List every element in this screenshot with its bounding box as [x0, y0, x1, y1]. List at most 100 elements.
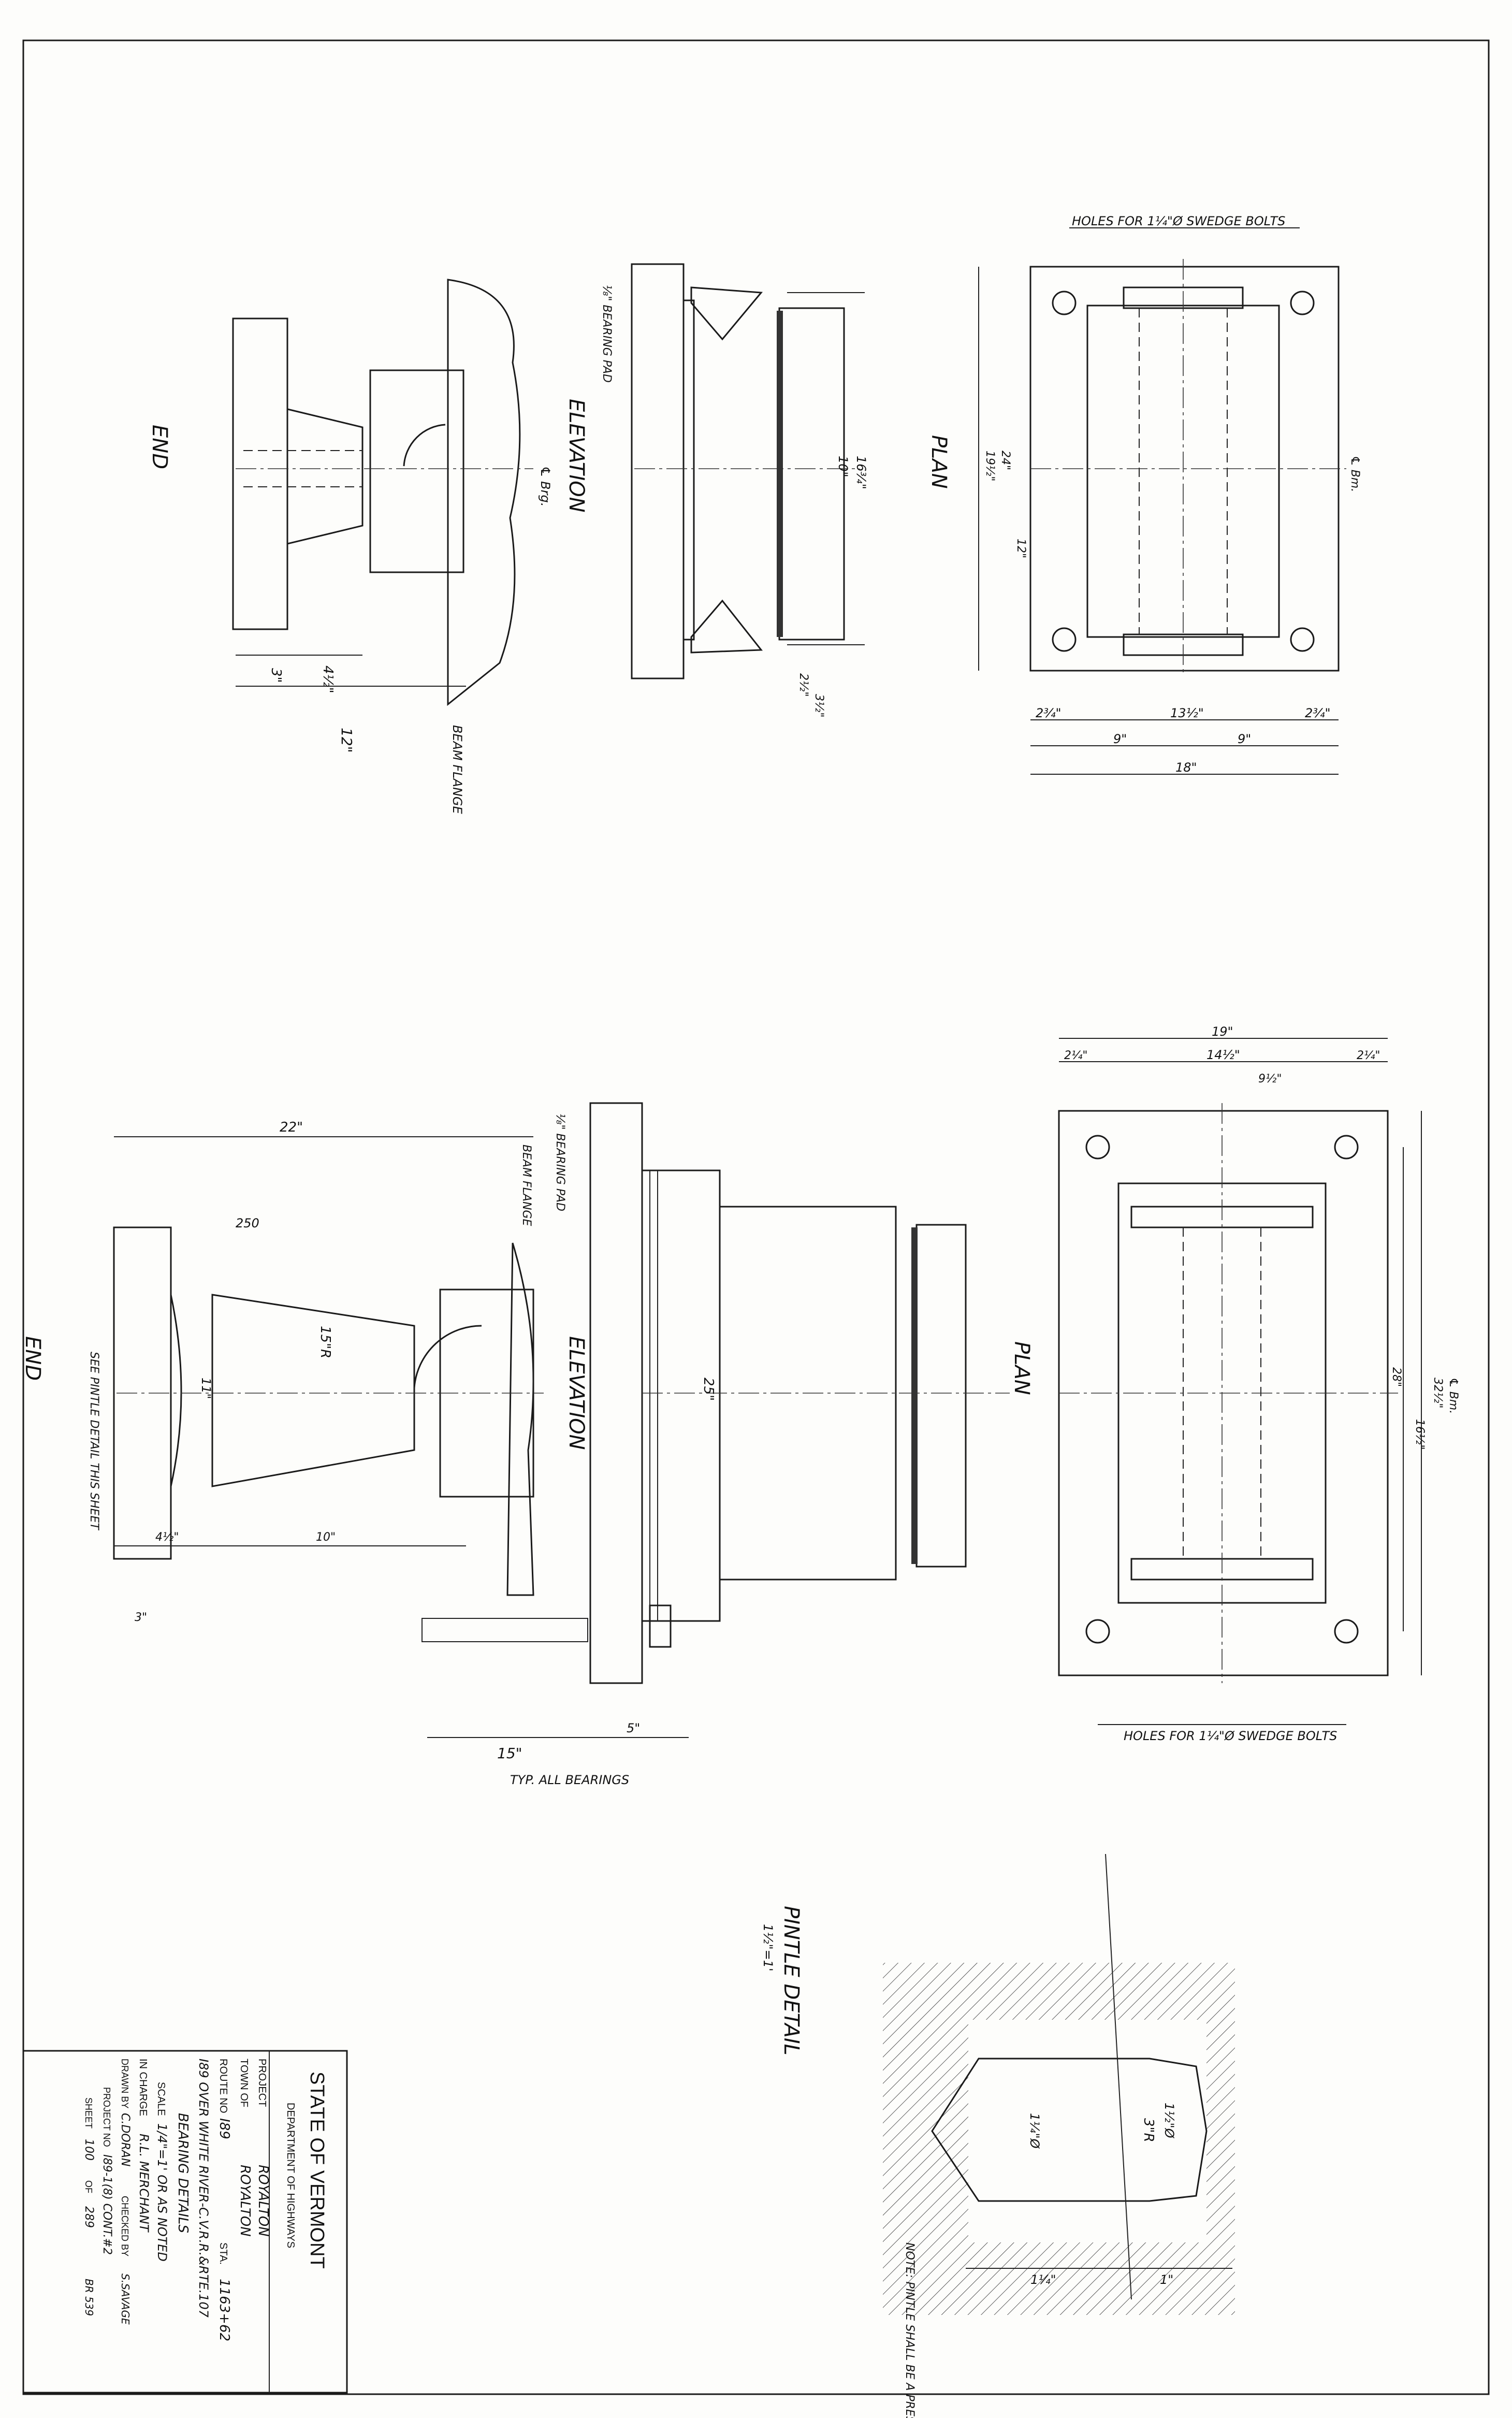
upper-end-arc [403, 424, 446, 467]
lower-end-view: END SEE PINTLE DETAIL THIS SHEET 15"R 22… [21, 1120, 544, 1624]
tb-checked-by: S.SAVAGE [119, 2274, 132, 2325]
pintle-scale: 1½"=1' [761, 1924, 775, 1972]
lower-elev-typ-note: TYP. ALL BEARINGS [510, 1773, 629, 1787]
upper-end-beam-flange-label: BEAM FLANGE [450, 725, 464, 815]
lower-elev-bearing-pad: ⅛" BEARING PAD [554, 1113, 566, 1211]
pintle-dim-1-25: 1¼" [1030, 2272, 1056, 2287]
upper-plan-cl-bm: ℄ Bm. [1348, 456, 1361, 492]
lower-end-see-note: SEE PINTLE DETAIL THIS SHEET [88, 1352, 100, 1530]
upper-plan-title: PLAN [927, 435, 951, 489]
tb-route-label: ROUTE NO [217, 2059, 229, 2113]
upper-end-cl-brg: ℄ Brg. [538, 466, 553, 506]
tb-drawn-by: C.DORAN [119, 2113, 132, 2166]
upper-plan-dim-2-75b: 2¾" [1305, 706, 1331, 720]
pintle-detail-view: PINTLE DETAIL 1½"=1' 3"R 1½"Ø 1¼"Ø 1¼" 1… [761, 1854, 1235, 2418]
lower-plan-view: PLAN HOLES FOR 1¼"Ø SWEDGE BOLTS ℄ Bm. 1… [1010, 1024, 1460, 1743]
upper-end-dim-3: 3" [268, 668, 284, 683]
lower-plan-dim-32-5: 32½" [1431, 1378, 1444, 1408]
lower-end-taper [211, 1294, 415, 1487]
lower-elev-sole-plate [915, 1224, 967, 1568]
tb-scale-label: SCALE [155, 2082, 167, 2116]
lower-end-dim-10: 10" [316, 1531, 336, 1544]
lower-end-sole-plate [113, 1226, 172, 1560]
tb-project-no: I89-1(8) CONT.#2 [100, 2154, 113, 2255]
lower-elev-title: ELEVATION [564, 1336, 588, 1450]
tb-sheet-label: SHEET [83, 2097, 94, 2129]
tb-project: ROYALTON [255, 2165, 271, 2237]
upper-elev-masonry-plate [631, 263, 685, 679]
lower-plan-holes-note: HOLES FOR 1¼"Ø SWEDGE BOLTS [1124, 1729, 1337, 1743]
lower-elev-beam-flange: BEAM FLANGE [520, 1145, 533, 1226]
tb-sheet-no: 100 [82, 2139, 95, 2161]
pintle-dim-1: 1" [1160, 2272, 1173, 2287]
lower-end-dim-11: 11" [199, 1378, 213, 1399]
lower-plan-dim-2-25b: 2¼" [1357, 1049, 1380, 1062]
sheet-border [22, 39, 1490, 2395]
upper-elevation-view: ELEVATION ⅛" BEARING PAD 10" 16¾" 2½" 3½… [564, 263, 868, 717]
upper-plan-dim-13-5: 13½" [1170, 706, 1204, 720]
tb-checked-by-label: CHECKED BY [120, 2196, 130, 2256]
tb-scale: 1/4"=1' OR AS NOTED [155, 2123, 169, 2262]
tb-town: ROYALTON [237, 2165, 253, 2237]
upper-end-title: END [148, 425, 171, 469]
upper-plan-view: PLAN HOLES FOR 1¼"Ø SWEDGE BOLTS ℄ Bm. 2… [927, 214, 1361, 775]
lower-elev-dim-25: 25" [701, 1378, 716, 1401]
lower-plan-dim-9-5: 9½" [1258, 1073, 1282, 1085]
tb-department: DEPARTMENT OF HIGHWAYS [285, 2103, 296, 2248]
title-block-frame [22, 2050, 348, 2394]
lower-plan-dim-19: 19" [1212, 1024, 1233, 1039]
tb-route: I89 [216, 2118, 232, 2139]
upper-end-sole-plate [232, 317, 288, 630]
upper-plan-dim-9b: 9" [1238, 732, 1251, 746]
upper-end-block [369, 369, 464, 573]
upper-plan-dim-9a: 9" [1113, 732, 1127, 746]
upper-elev-bearing-pad: ⅛" BEARING PAD [600, 285, 613, 383]
tb-sta-label: STA. [217, 2242, 229, 2265]
lower-end-beam-flange [506, 1242, 534, 1596]
upper-plan-holes-note: HOLES FOR 1¼"Ø SWEDGE BOLTS [1072, 214, 1285, 228]
lower-plan-dim-16-5: 16½" [1413, 1419, 1426, 1450]
tb-of-label: OF [83, 2180, 94, 2193]
upper-plan-dim-19-5: 19½" [983, 451, 996, 481]
tb-drawn-by-label: DRAWN BY [120, 2059, 130, 2108]
lower-end-title: END [21, 1336, 45, 1381]
lower-plan-title: PLAN [1010, 1341, 1034, 1395]
lower-elev-anchor [421, 1618, 588, 1642]
title-block: STATE OF VERMONT DEPARTMENT OF HIGHWAYS … [22, 2050, 348, 2394]
pintle-body [931, 2058, 1208, 2202]
lower-elev-dim-15: 15" [497, 1745, 522, 1762]
upper-elev-dim-16: 16¾" [854, 456, 868, 489]
lower-end-dim-4-5: 4½" [155, 1531, 179, 1544]
tb-sheet-total: 289 [82, 2206, 95, 2228]
lower-plan-cl-bm: ℄ Bm. [1447, 1378, 1460, 1414]
upper-end-view: END 3" 4½" 12" BEAM FLANGE ℄ Brg. [148, 279, 553, 815]
tb-br-no: BR 539 [83, 2279, 95, 2316]
lower-elev-masonry-plate [589, 1102, 643, 1684]
tb-project-no-label: PROJECT NO [101, 2087, 112, 2147]
upper-plan-dim-24: 24" [999, 451, 1012, 470]
upper-end-beam-flange [447, 279, 521, 706]
lower-end-dim-22: 22" [280, 1120, 303, 1135]
lower-elev-dim-5: 5" [627, 1721, 640, 1735]
upper-elev-dim-2-5: 2½" [797, 673, 810, 697]
pintle-title: PINTLE DETAIL [779, 1906, 803, 2055]
lower-end-dim-250: 250 [236, 1216, 259, 1230]
tb-in-charge-label: IN CHARGE [137, 2059, 149, 2116]
tb-in-charge: R.L. MERCHANT [137, 2134, 151, 2233]
upper-end-taper [286, 408, 364, 545]
pintle-dia-1-25: 1¼"Ø [1027, 2113, 1042, 2149]
pintle-note: NOTE: PINTLE SHALL BE A PRESS FIT. [903, 2242, 916, 2418]
upper-end-dim-12: 12" [338, 728, 355, 753]
tb-sta: 1163+62 [216, 2279, 232, 2341]
pintle-radius: 3"R [1141, 2118, 1156, 2142]
lower-plan-dim-14-5: 14½" [1206, 1048, 1240, 1062]
lower-plan-dim-28: 28" [1390, 1367, 1403, 1387]
lower-plan-dim-2-25a: 2¼" [1064, 1049, 1087, 1062]
tb-town-label: TOWN OF [238, 2059, 250, 2107]
tb-drawing-title: BEARING DETAILS [175, 2113, 191, 2233]
lower-end-dim-3: 3" [135, 1611, 147, 1624]
upper-plan-dim-18: 18" [1175, 760, 1197, 775]
upper-elev-sole-plate [778, 307, 845, 641]
upper-elev-dim-3-5: 3½" [812, 694, 825, 717]
